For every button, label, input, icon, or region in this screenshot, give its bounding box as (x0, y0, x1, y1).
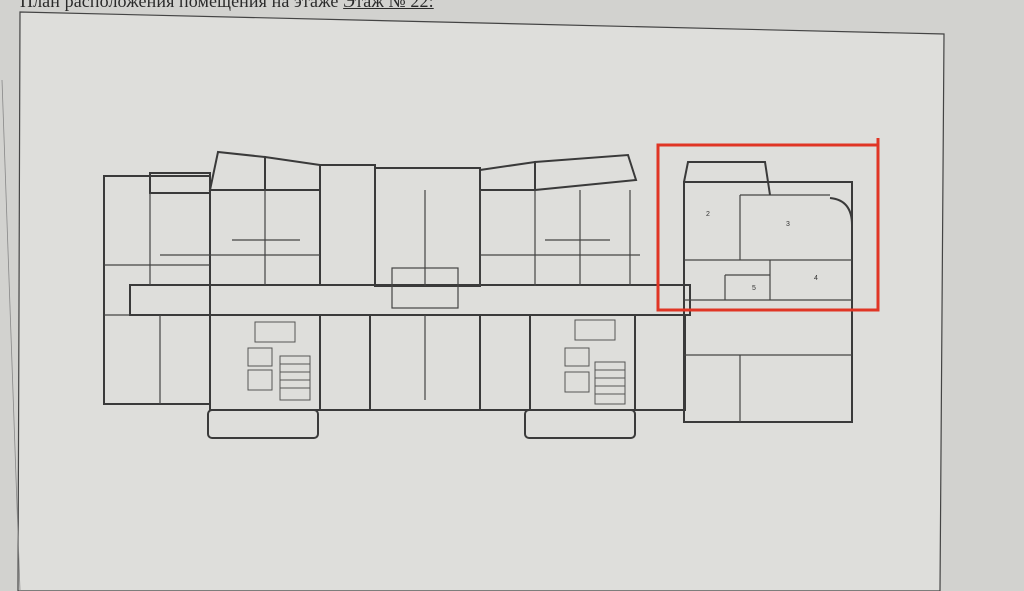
room-number-3: 3 (786, 221, 790, 228)
room-number-5: 5 (752, 285, 756, 292)
room-number-4: 4 (814, 275, 818, 282)
interior-walls (104, 190, 852, 422)
paper-fold-line (1, 79, 21, 591)
paper-sheet (17, 11, 945, 591)
building-outline (103, 150, 853, 439)
plan-heading: План расположения помещения на этаже Эта… (20, 0, 434, 12)
floor-label: Этаж № 22: (343, 0, 434, 11)
stairwells (247, 319, 626, 405)
room-numbers: 2 3 4 5 (706, 211, 818, 292)
room-number-2: 2 (706, 211, 710, 218)
heading-text: План расположения помещения на этаже (20, 0, 339, 11)
highlighted-apartment-box (656, 143, 880, 312)
